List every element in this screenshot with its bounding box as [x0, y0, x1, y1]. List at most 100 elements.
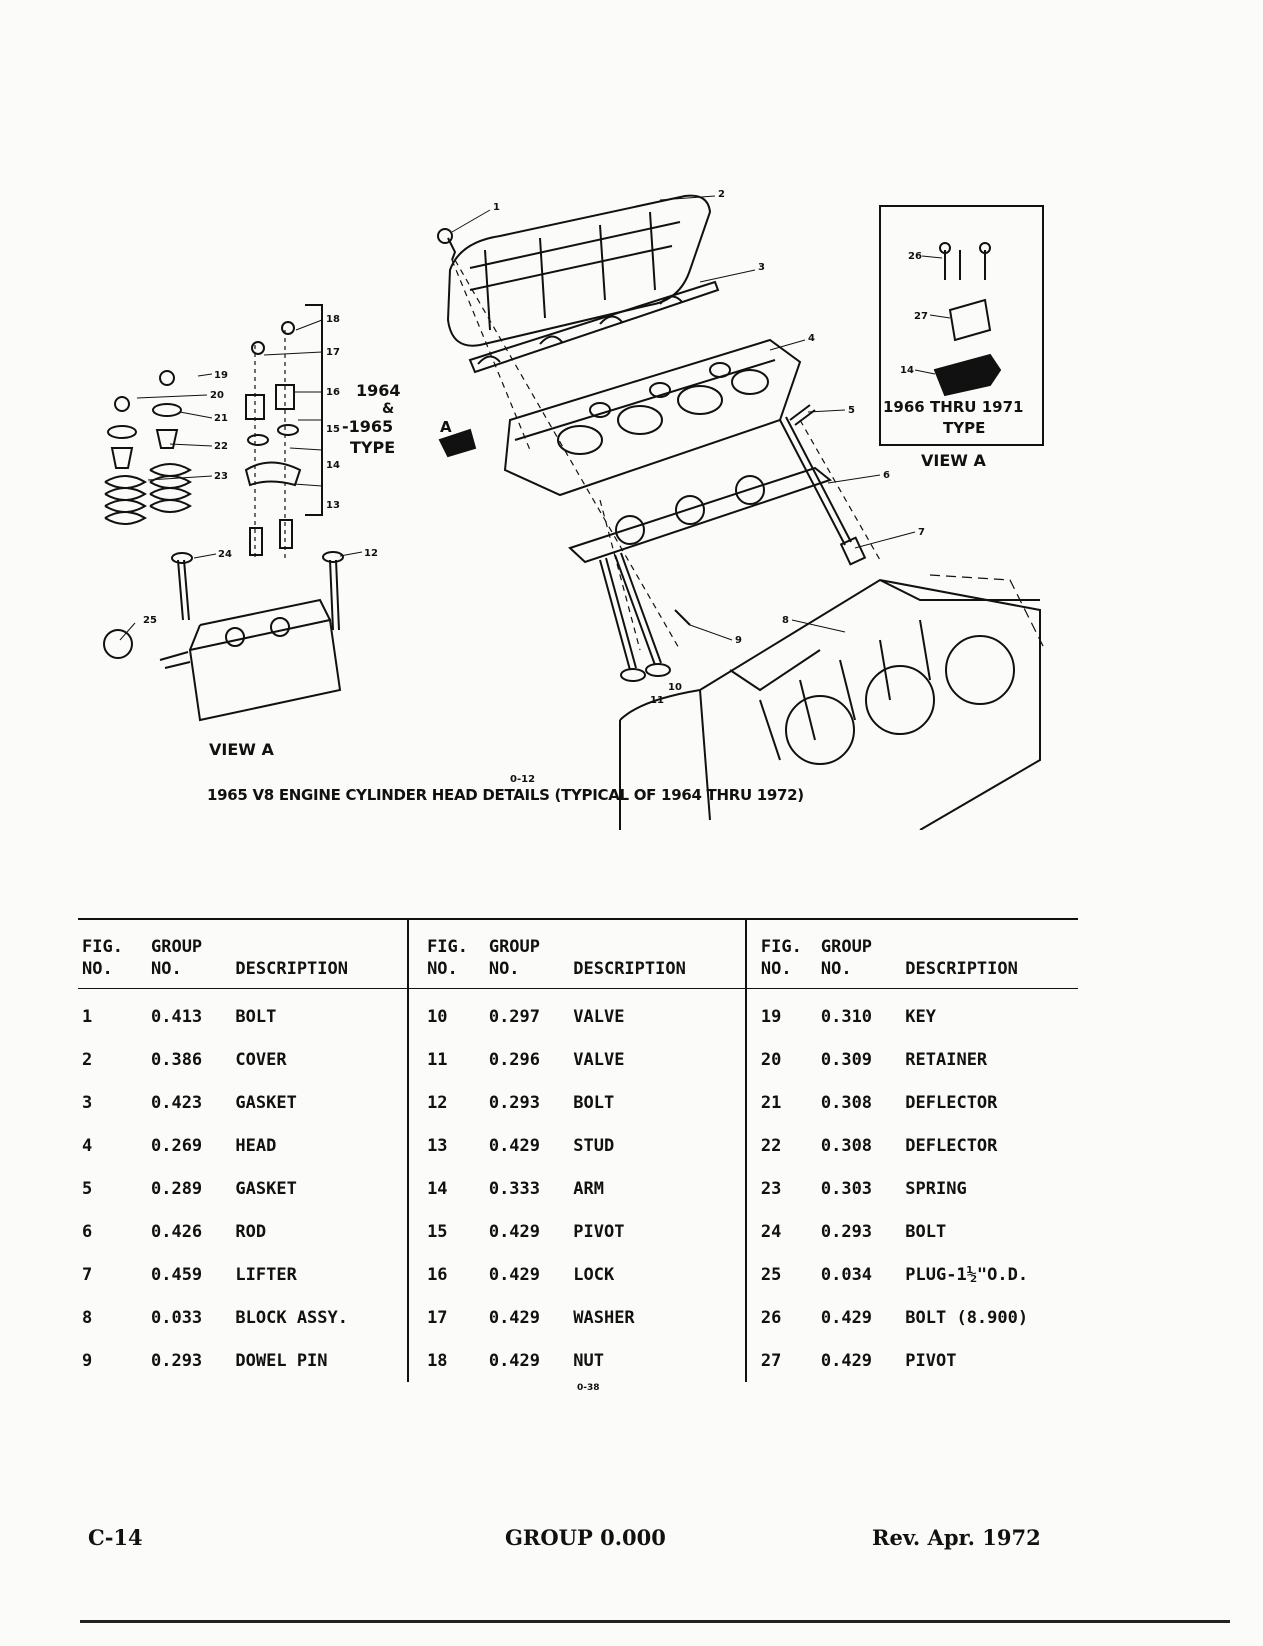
cell-desc: VALVE [573, 988, 747, 1038]
type-1966-line2: TYPE [943, 419, 985, 437]
cell-desc: LIFTER [235, 1253, 410, 1296]
cell-group: 0.033 [150, 1307, 203, 1328]
callout-12: 12 [364, 548, 378, 559]
cell-group: 0.413 [150, 1006, 203, 1027]
cell-desc: HEAD [235, 1124, 410, 1167]
cell-desc: VALVE [573, 1038, 747, 1081]
cell-fig: 20 [760, 1049, 782, 1070]
cell-desc: DOWEL PIN [235, 1339, 410, 1382]
cell-group: 0.429 [488, 1221, 541, 1242]
cell-group: 0.309 [820, 1049, 873, 1070]
cell-desc: GASKET [235, 1081, 410, 1124]
cell-desc: BLOCK ASSY. [235, 1296, 410, 1339]
cell-desc: WASHER [573, 1296, 747, 1339]
small-mark: 0-38 [577, 1383, 600, 1393]
header-group-no: NO. [820, 959, 852, 979]
callout-20: 20 [210, 390, 224, 401]
cell-fig: 10 [427, 1006, 448, 1027]
cell-desc: BOLT (8.900) [905, 1307, 1029, 1328]
cell-desc: DEFLECTOR [905, 1092, 998, 1113]
cell-fig: 26 [760, 1307, 782, 1328]
cell-fig: 4 [82, 1135, 93, 1156]
callout-26: 26 [908, 251, 922, 262]
page-number: C-14 [88, 1525, 143, 1550]
cell-group: 0.293 [150, 1350, 203, 1371]
cell-fig: 12 [427, 1092, 448, 1113]
cell-desc: COVER [235, 1038, 410, 1081]
cell-desc: PIVOT [905, 1350, 957, 1371]
cell-desc: STUD [573, 1124, 747, 1167]
header-fig: FIG. [82, 937, 123, 957]
cell-fig: 27 [760, 1350, 782, 1371]
cell-group: 0.296 [488, 1049, 541, 1070]
cell-group: 0.386 [150, 1049, 203, 1070]
callout-8: 8 [782, 615, 789, 626]
callout-14: 14 [326, 460, 340, 471]
header-desc: DESCRIPTION [235, 919, 410, 989]
callout-16: 16 [326, 387, 340, 398]
cell-group: 0.429 [820, 1350, 873, 1371]
type-1964-line1: 1964 [356, 381, 401, 400]
callout-5: 5 [848, 405, 855, 416]
cell-desc: RETAINER [905, 1049, 988, 1070]
cell-desc: ROD [235, 1210, 410, 1253]
figure-code: 0-12 [510, 774, 536, 785]
cell-fig: 13 [427, 1135, 448, 1156]
cell-fig: 2 [82, 1049, 93, 1070]
cell-fig: 23 [760, 1178, 782, 1199]
cell-group: 0.303 [820, 1178, 873, 1199]
header-group-no: NO. [150, 959, 182, 979]
cell-desc: SPRING [905, 1178, 967, 1199]
cell-fig: 7 [82, 1264, 93, 1285]
callout-27: 27 [914, 311, 928, 322]
exploded-view-diagram: 1 2 3 4 5 6 7 8 9 10 11 12 13 14 15 16 1… [103, 189, 1046, 830]
cell-group: 0.308 [820, 1092, 873, 1113]
cell-fig: 24 [760, 1221, 782, 1242]
header-fig: FIG. [427, 937, 469, 957]
cell-desc: ARM [573, 1167, 747, 1210]
header-fig-no: NO. [760, 959, 792, 979]
cell-group: 0.459 [150, 1264, 203, 1285]
callout-7: 7 [918, 527, 925, 538]
callout-18: 18 [326, 314, 340, 325]
cell-desc: DEFLECTOR [905, 1135, 998, 1156]
callout-6: 6 [883, 470, 890, 481]
cell-fig: 25 [760, 1264, 782, 1285]
callout-9: 9 [735, 635, 742, 646]
cell-group: 0.289 [150, 1178, 203, 1199]
header-fig-no: NO. [427, 959, 458, 979]
arrow-a-label: A [440, 418, 452, 436]
revision-date: Rev. Apr. 1972 [872, 1525, 1041, 1550]
type-1964-line4: TYPE [350, 438, 395, 457]
header-fig-no: NO. [82, 959, 113, 979]
cell-fig: 14 [427, 1178, 448, 1199]
cell-group: 0.308 [820, 1135, 873, 1156]
callout-24: 24 [218, 549, 232, 560]
cell-group: 0.429 [820, 1307, 873, 1328]
cell-group: 0.034 [820, 1264, 873, 1285]
cell-desc: PIVOT [573, 1210, 747, 1253]
cell-group: 0.429 [488, 1307, 541, 1328]
cell-fig: 15 [427, 1221, 448, 1242]
cell-group: 0.333 [488, 1178, 541, 1199]
type-1966-line1: 1966 THRU 1971 [883, 398, 1023, 416]
cell-desc: BOLT [573, 1081, 747, 1124]
callout-3: 3 [758, 262, 765, 273]
cell-group: 0.429 [488, 1350, 541, 1371]
callout-1: 1 [493, 202, 500, 213]
header-group: GROUP [150, 937, 203, 957]
header-group: GROUP [488, 937, 541, 957]
inset-callout-14: 14 [900, 365, 914, 376]
inset-view-a-label: VIEW A [921, 451, 986, 470]
callout-4: 4 [808, 333, 815, 344]
cell-group: 0.297 [488, 1006, 541, 1027]
cell-group: 0.310 [820, 1006, 873, 1027]
